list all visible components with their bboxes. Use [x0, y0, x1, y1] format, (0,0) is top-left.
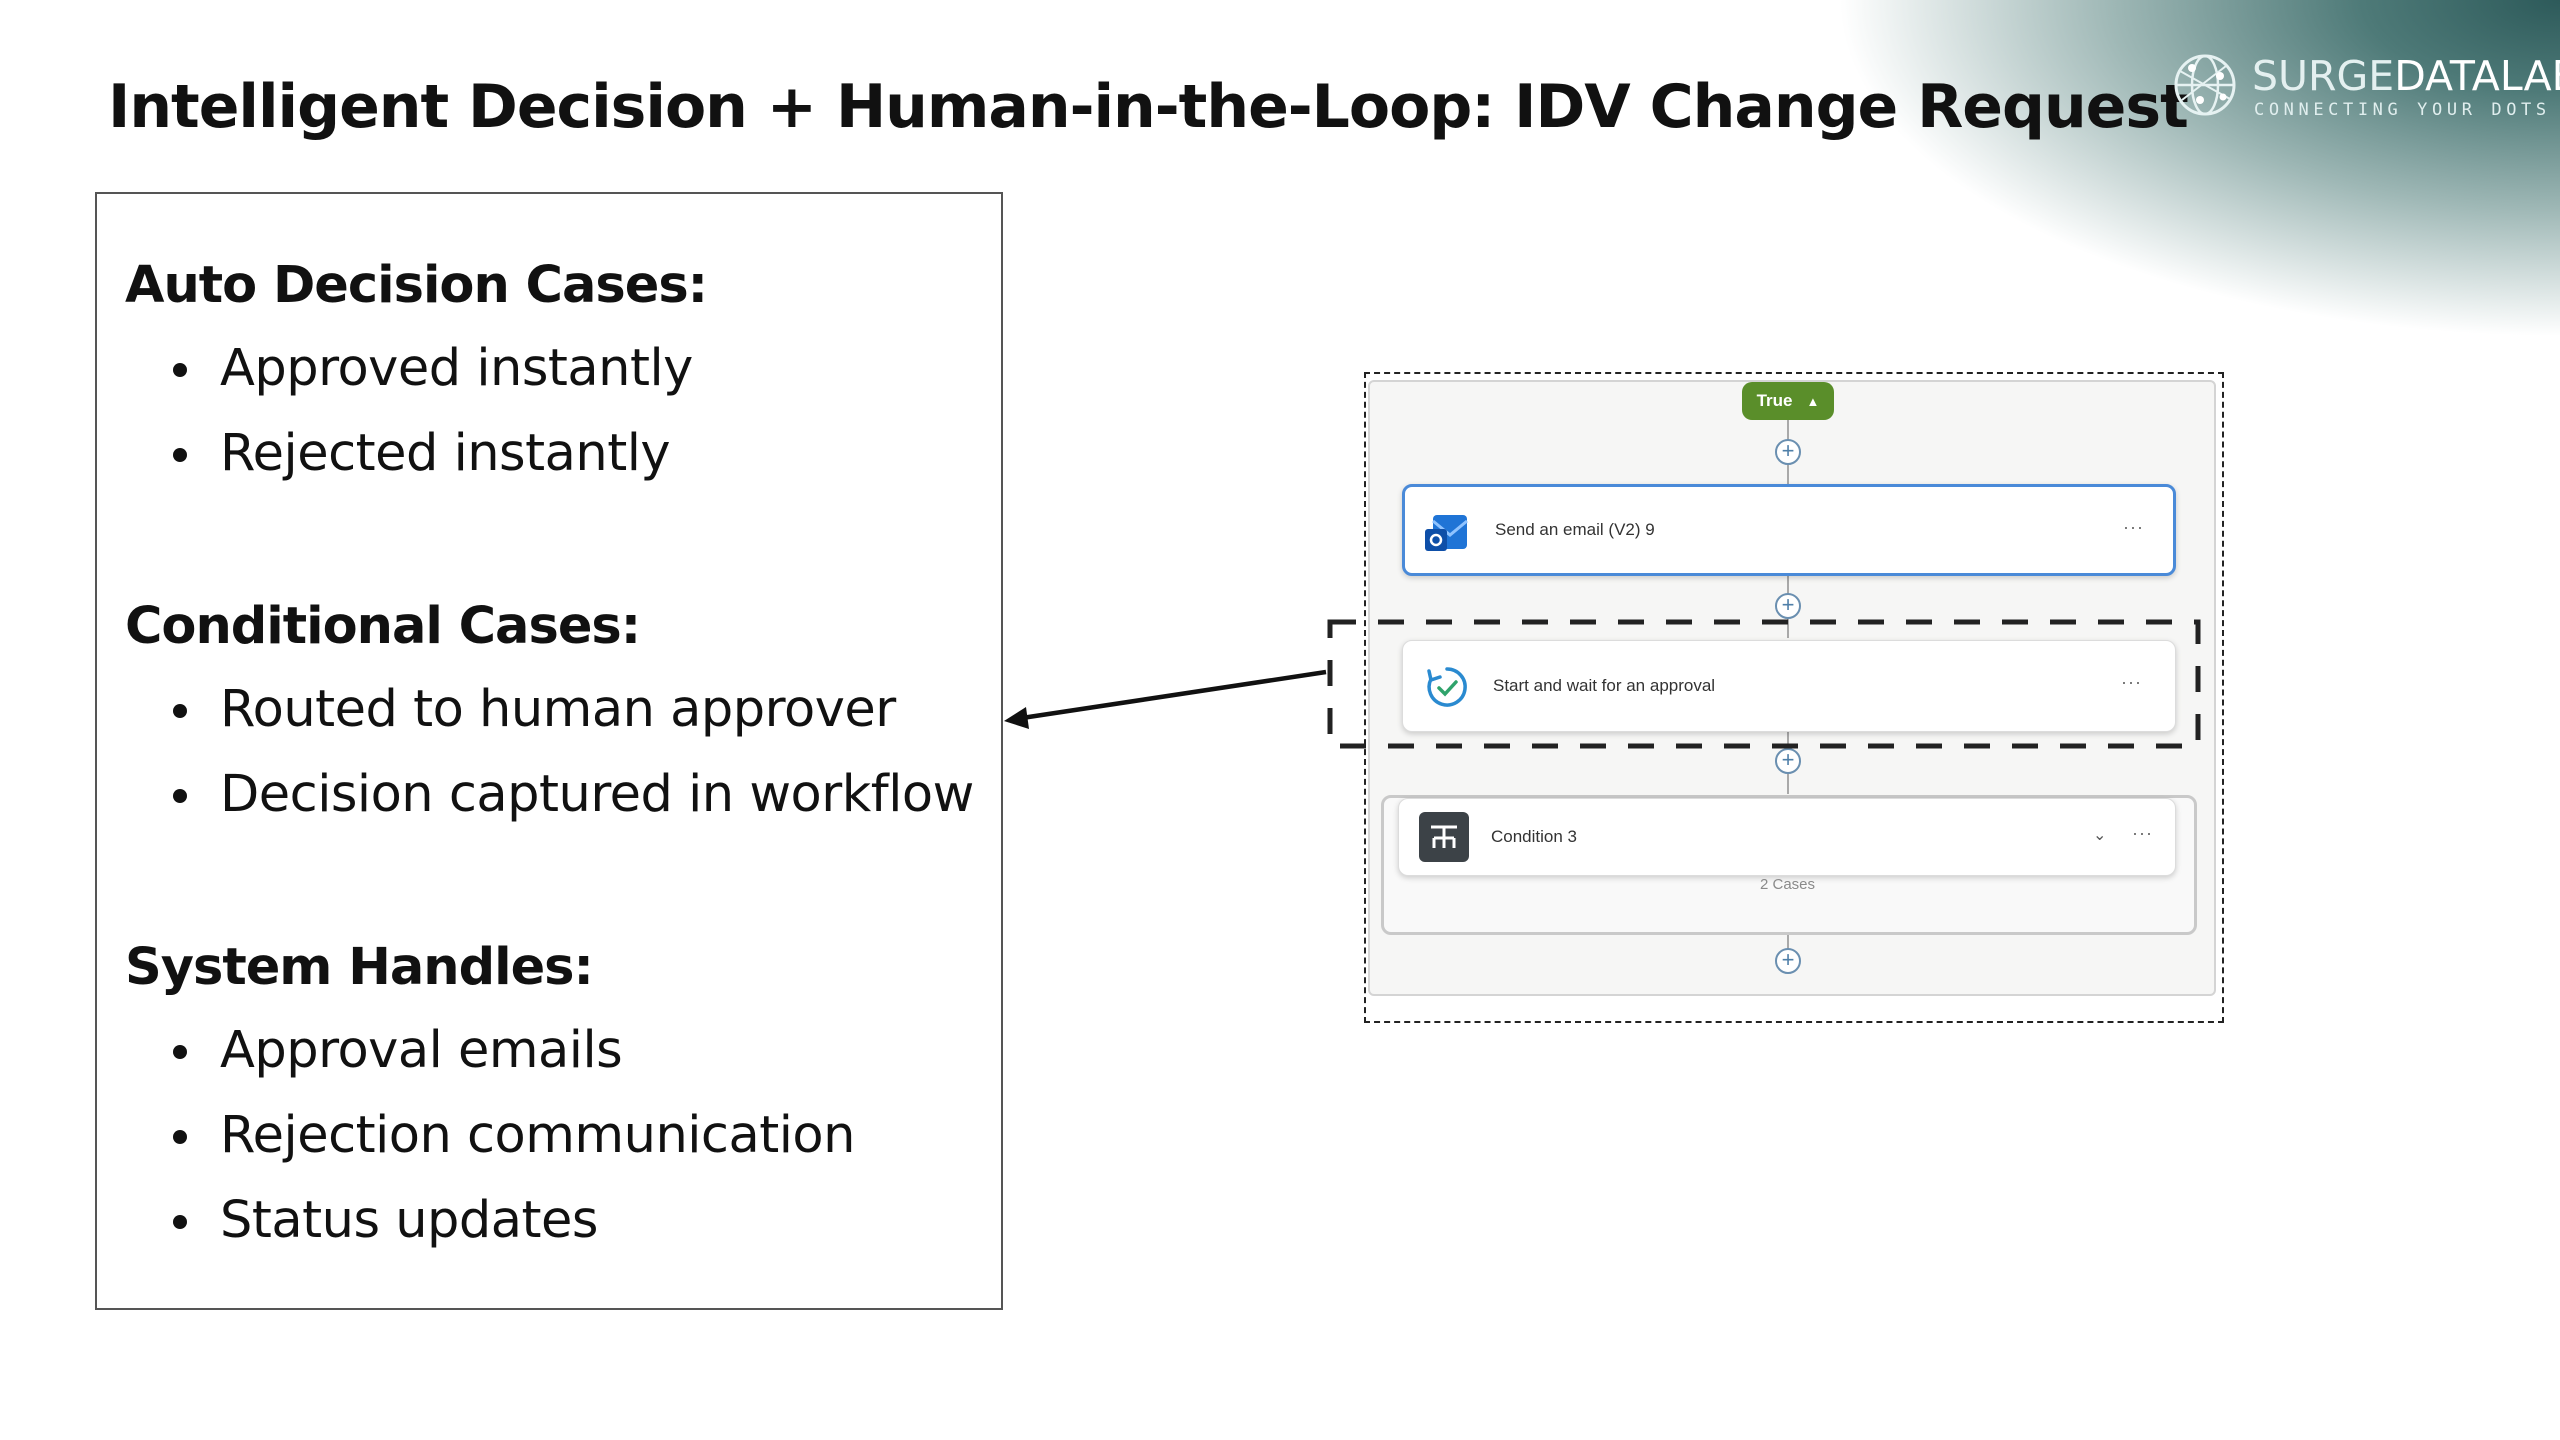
summary-textbox: Auto Decision Cases: Approved instantly …	[95, 192, 1003, 1310]
action-card-condition[interactable]: Condition 3 ⌄ ···	[1398, 798, 2176, 876]
list-item: Decision captured in workflow	[125, 752, 995, 837]
logo-wordmark: SURGEDATALAB	[2252, 52, 2560, 100]
true-branch-label: True	[1756, 391, 1793, 410]
action-card-approval[interactable]: Start and wait for an approval ···	[1402, 640, 2176, 732]
section-heading: System Handles:	[125, 938, 594, 997]
more-options-button[interactable]: ···	[2132, 823, 2153, 843]
add-step-button[interactable]: +	[1775, 439, 1801, 465]
globe-network-icon	[2174, 54, 2236, 116]
approval-icon	[1427, 667, 1467, 707]
action-label: Condition 3	[1491, 827, 1578, 846]
more-options-button[interactable]: ···	[2121, 672, 2142, 692]
action-label: Send an email (V2) 9	[1495, 520, 1655, 539]
chevron-up-icon: ▲	[1806, 393, 1820, 409]
add-step-button[interactable]: +	[1775, 748, 1801, 774]
add-step-button[interactable]: +	[1775, 593, 1801, 619]
section-conditional: Conditional Cases: Routed to human appro…	[125, 587, 995, 837]
list-item: Rejection communication	[125, 1093, 995, 1178]
pointer-arrow	[1021, 669, 1327, 721]
list-item: Approved instantly	[125, 326, 995, 411]
list-item: Rejected instantly	[125, 411, 995, 496]
logo-tagline: CONNECTING YOUR DOTS	[2254, 100, 2551, 120]
arrow-head-icon	[1004, 707, 1029, 729]
bullet-list: Approved instantly Rejected instantly	[125, 326, 995, 496]
cases-count: 2 Cases	[1760, 876, 1816, 893]
section-heading: Conditional Cases:	[125, 597, 641, 656]
section-system-handles: System Handles: Approval emails Rejectio…	[125, 928, 995, 1263]
section-auto-decision: Auto Decision Cases: Approved instantly …	[125, 246, 995, 496]
add-step-button[interactable]: +	[1775, 948, 1801, 974]
slide-title: Intelligent Decision + Human-in-the-Loop…	[108, 72, 2189, 142]
more-options-button[interactable]: ···	[2123, 517, 2144, 537]
list-item: Approval emails	[125, 1008, 995, 1093]
action-card-send-email[interactable]: Send an email (V2) 9 ···	[1402, 484, 2176, 576]
section-heading: Auto Decision Cases:	[125, 256, 708, 315]
brand-logo: SURGEDATALAB CONNECTING YOUR DOTS	[2170, 50, 2560, 130]
corner-gradient	[1560, 0, 2560, 420]
chevron-down-icon[interactable]: ⌄	[2093, 827, 2107, 844]
outlook-mail-icon	[1425, 515, 1468, 551]
bullet-list: Approval emails Rejection communication …	[125, 1008, 995, 1263]
condition-icon	[1419, 812, 1469, 862]
list-item: Routed to human approver	[125, 667, 995, 752]
true-branch-toggle[interactable]: True ▲	[1742, 382, 1834, 420]
action-label: Start and wait for an approval	[1493, 676, 1716, 695]
bullet-list: Routed to human approver Decision captur…	[125, 667, 995, 837]
connector-line	[1787, 935, 1789, 959]
list-item: Status updates	[125, 1178, 995, 1263]
